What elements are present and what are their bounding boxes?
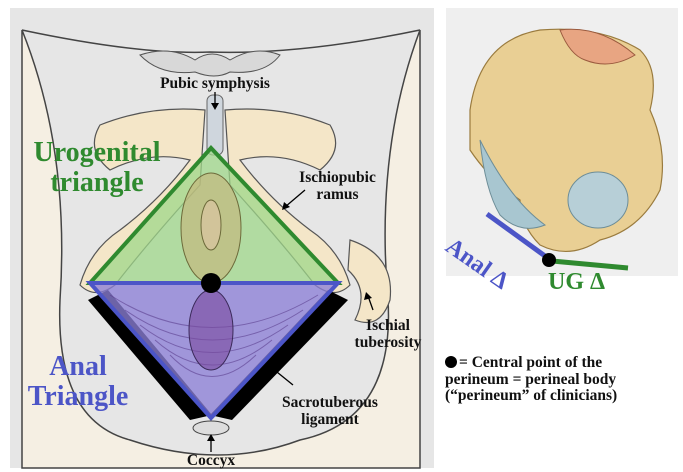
obturator-foramen-illustration xyxy=(568,172,628,228)
label-sacrotuberous-ligament: Sacrotuberous ligament xyxy=(270,395,390,428)
right-central-point xyxy=(542,253,556,267)
note-line1-row: = Central point of the xyxy=(445,355,677,372)
label-ischiopubic-ramus: Ischiopubic ramus xyxy=(285,170,390,203)
note-line2: perineum = perineal body xyxy=(445,372,677,389)
label-urogenital-line1: Urogenital xyxy=(22,138,172,168)
label-sacrotuberous-line2: ligament xyxy=(270,412,390,429)
label-ischial-tuberosity: Ischial tuberosity xyxy=(348,318,428,351)
note-line1: = Central point of the xyxy=(459,354,602,371)
label-pubic-symphysis: Pubic symphysis xyxy=(140,76,290,93)
label-right-ug: UG Δ xyxy=(548,270,605,296)
label-urogenital-line2: triangle xyxy=(22,168,172,198)
label-anal-triangle: Anal Triangle xyxy=(18,352,138,412)
label-ischial-line1: Ischial xyxy=(348,318,428,335)
label-ischial-line2: tuberosity xyxy=(348,335,428,352)
anal-opening xyxy=(189,290,233,370)
vaginal-opening xyxy=(201,200,221,250)
label-urogenital-triangle: Urogenital triangle xyxy=(22,138,172,198)
coccyx-shape xyxy=(193,421,229,435)
label-ischiopubic-line2: ramus xyxy=(285,187,390,204)
label-anal-line2: Triangle xyxy=(18,382,138,412)
label-anal-line1: Anal xyxy=(18,352,138,382)
central-point-dot-icon xyxy=(445,356,457,368)
note-line3: (“perineum” of clinicians) xyxy=(445,388,677,405)
central-point-perineal-body xyxy=(201,273,221,293)
label-sacrotuberous-line1: Sacrotuberous xyxy=(270,395,390,412)
label-ischiopubic-line1: Ischiopubic xyxy=(285,170,390,187)
central-point-note: = Central point of the perineum = perine… xyxy=(445,355,677,405)
label-coccyx: Coccyx xyxy=(170,453,252,470)
